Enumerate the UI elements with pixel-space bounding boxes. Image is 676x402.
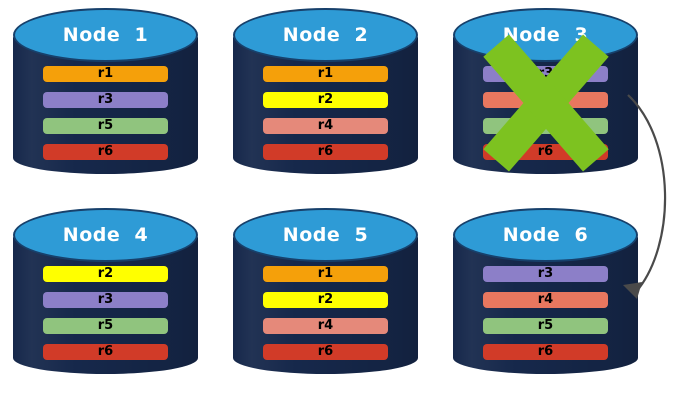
node-6-record-list: r3 r4 r5 r6 (483, 266, 608, 360)
record-bar[interactable]: r6 (43, 144, 168, 160)
record-bar[interactable]: r5 (483, 318, 608, 334)
node-4-label: Node 4 (62, 224, 149, 246)
node-5-cylinder-top (233, 208, 418, 262)
record-bar[interactable]: r3 (43, 92, 168, 108)
node-3-label: Node 3 (502, 24, 589, 46)
record-bar[interactable]: r4 (263, 318, 388, 334)
record-bar[interactable]: r2 (263, 292, 388, 308)
node-4[interactable]: Node 4 r2 r3 r5 r6 (13, 208, 198, 386)
node-1-label: Node 1 (62, 24, 149, 46)
record-bar[interactable]: r1 (263, 66, 388, 82)
record-bar[interactable]: r4 (483, 92, 608, 108)
record-bar[interactable]: r5 (483, 118, 608, 134)
record-bar[interactable]: r6 (483, 144, 608, 160)
record-bar[interactable]: r1 (43, 66, 168, 82)
node-2-cylinder-top (233, 8, 418, 62)
record-bar[interactable]: r6 (43, 344, 168, 360)
node-2-record-list: r1 r2 r4 r6 (263, 66, 388, 160)
node-3-record-list: r3 r4 r5 r6 (483, 66, 608, 160)
node-5-label: Node 5 (282, 224, 369, 246)
record-bar[interactable]: r6 (483, 344, 608, 360)
node-6[interactable]: Node 6 r3 r4 r5 r6 (453, 208, 638, 386)
node-3[interactable]: Node 3 r3 r4 r5 r6 (453, 8, 638, 186)
node-4-record-list: r2 r3 r5 r6 (43, 266, 168, 360)
record-bar[interactable]: r4 (483, 292, 608, 308)
record-bar[interactable]: r3 (483, 266, 608, 282)
record-bar[interactable]: r2 (263, 92, 388, 108)
record-bar[interactable]: r2 (43, 266, 168, 282)
record-bar[interactable]: r3 (43, 292, 168, 308)
record-bar[interactable]: r6 (263, 344, 388, 360)
node-4-cylinder-top (13, 208, 198, 262)
node-5[interactable]: Node 5 r1 r2 r4 r6 (233, 208, 418, 386)
record-bar[interactable]: r5 (43, 318, 168, 334)
node-5-record-list: r1 r2 r4 r6 (263, 266, 388, 360)
node-6-label: Node 6 (502, 224, 589, 246)
node-6-cylinder-top (453, 208, 638, 262)
node-2[interactable]: Node 2 r1 r2 r4 r6 (233, 8, 418, 186)
record-bar[interactable]: r5 (43, 118, 168, 134)
node-2-label: Node 2 (282, 24, 369, 46)
record-bar[interactable]: r6 (263, 144, 388, 160)
record-bar[interactable]: r3 (483, 66, 608, 82)
node-1-cylinder-top (13, 8, 198, 62)
record-bar[interactable]: r1 (263, 266, 388, 282)
node-1-record-list: r1 r3 r5 r6 (43, 66, 168, 160)
record-bar[interactable]: r4 (263, 118, 388, 134)
node-1[interactable]: Node 1 r1 r3 r5 r6 (13, 8, 198, 186)
